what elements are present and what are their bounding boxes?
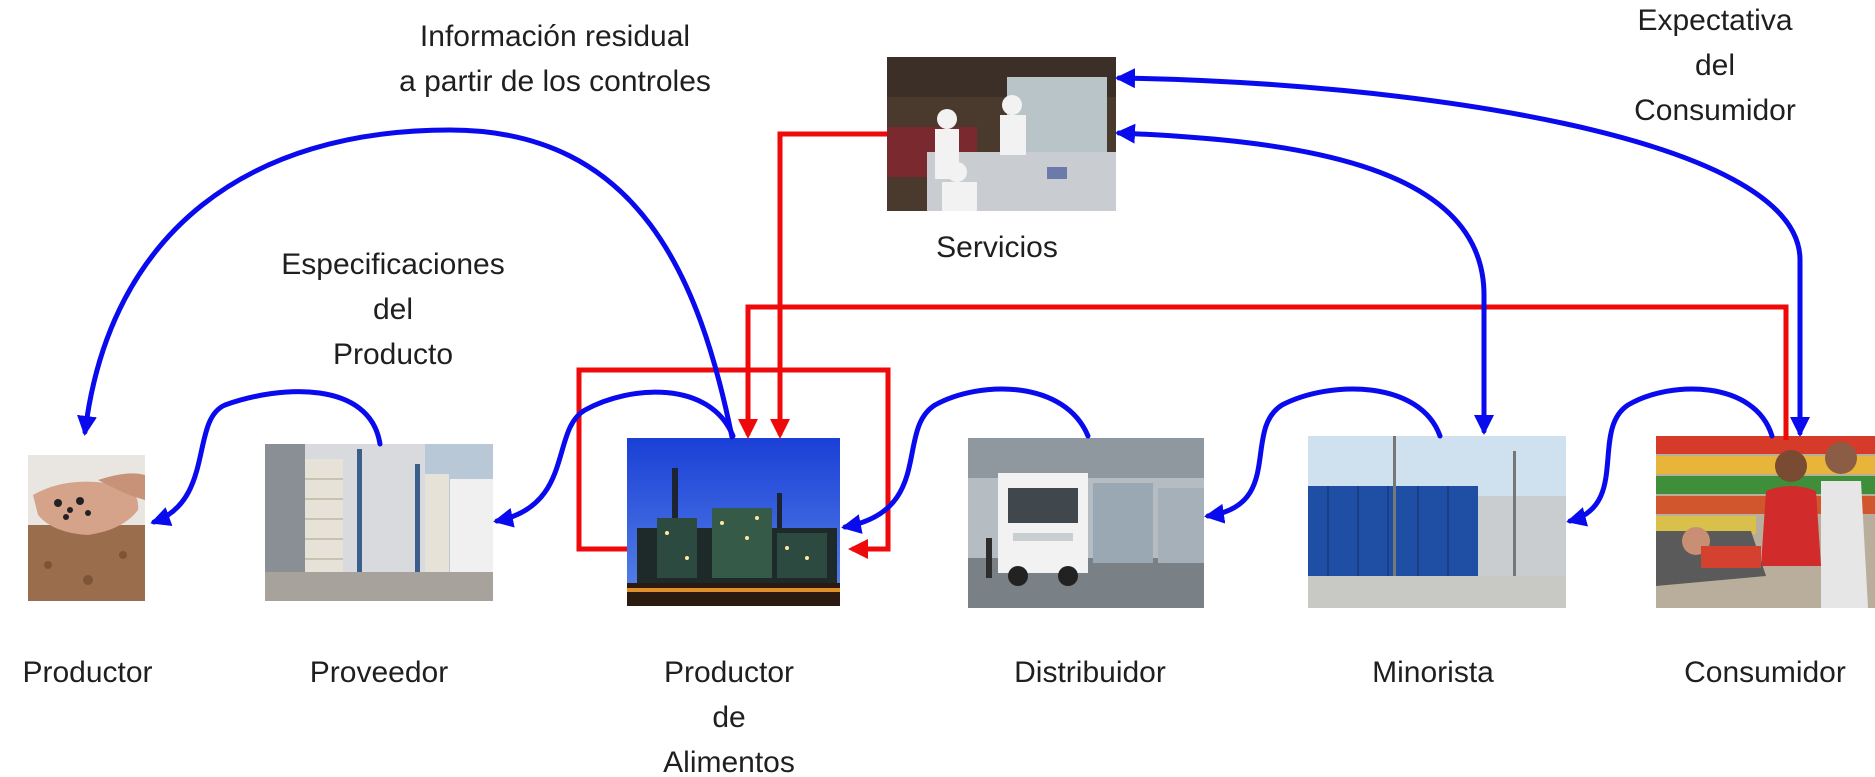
- consumidor-photo: [1656, 436, 1875, 608]
- node-label-productor-alimentos: Productor de Alimentos: [663, 656, 795, 777]
- blue-arrow-consumidor-to-minorista: [1566, 386, 1775, 527]
- blue-arrow-distribuidor-to-productor-alimentos: [841, 386, 1091, 534]
- minorista-photo: [1308, 436, 1566, 608]
- specs-line-3: Producto: [332, 338, 454, 371]
- residual-line-1: Información residual: [419, 20, 691, 53]
- expectation-line-3: Consumidor: [1634, 94, 1796, 127]
- specs-line-1: Especificaciones: [281, 248, 505, 281]
- blue-arrow-minorista-to-distribuidor: [1204, 386, 1443, 524]
- productor-alimentos-photo: [627, 438, 840, 606]
- node-label-servicios: Servicios: [936, 231, 1058, 264]
- product-specifications-annotation: Especificaciones del Producto: [250, 242, 536, 377]
- node-label-proveedor: Proveedor: [309, 656, 449, 689]
- specs-line-2: del: [372, 293, 414, 326]
- servicios-photo: [887, 57, 1116, 211]
- expectation-line-2: del: [1694, 49, 1736, 82]
- expectation-line-1: Expectativa: [1637, 4, 1793, 37]
- node-label-distribuidor: Distribuidor: [1014, 656, 1166, 689]
- distribuidor-photo: [968, 438, 1204, 608]
- residual-line-2: a partir de los controles: [399, 65, 711, 98]
- blue-arrow-productor-alimentos-to-productor: [77, 127, 735, 440]
- red-loop-productor-alimentos: [576, 367, 891, 559]
- blue-arrow-proveedor-to-productor: [150, 389, 383, 526]
- red-arrow-servicios-to-productor-alimentos: [770, 131, 887, 439]
- residual-information-annotation: Información residual a partir de los con…: [335, 14, 775, 104]
- blue-arrow-productor-alimentos-to-proveedor: [493, 389, 736, 528]
- blue-arrow-servicios-consumidor: [1115, 68, 1810, 437]
- node-label-consumidor: Consumidor: [1684, 656, 1846, 689]
- blue-arrow-servicios-minorista: [1115, 123, 1494, 435]
- consumer-expectation-annotation: Expectativa del Consumidor: [1595, 0, 1835, 133]
- productor-photo: [28, 455, 145, 601]
- node-label-minorista: Minorista: [1372, 656, 1494, 689]
- proveedor-photo: [265, 444, 493, 601]
- node-label-productor: Productor: [22, 656, 153, 689]
